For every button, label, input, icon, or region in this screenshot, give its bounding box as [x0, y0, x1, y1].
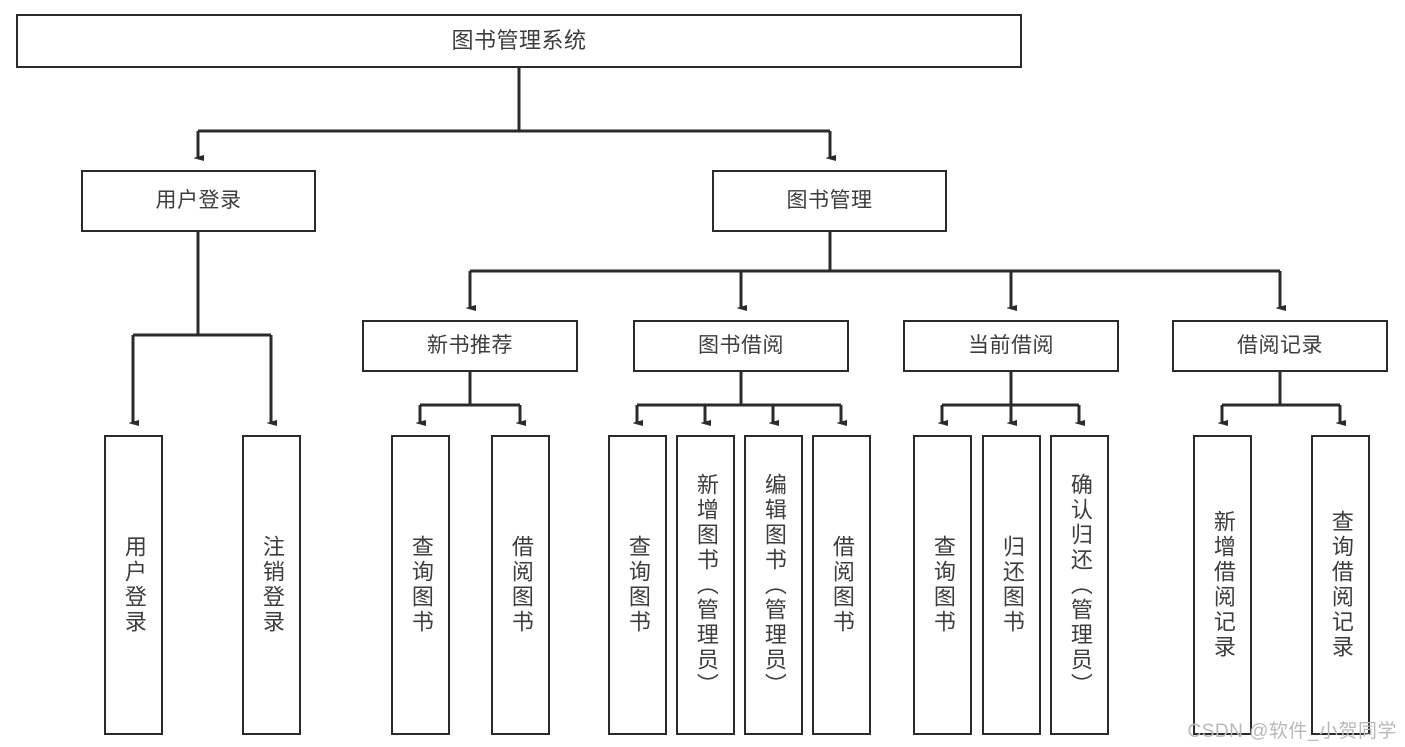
node-leaf-query-book-current[interactable]: 查询图书 [913, 435, 972, 735]
node-label: 用户登录 [121, 535, 147, 635]
node-book-management[interactable]: 图书管理 [712, 170, 947, 232]
node-current-borrow[interactable]: 当前借阅 [903, 320, 1119, 372]
node-label: 用户登录 [155, 188, 242, 212]
csdn-watermark: CSDN @软件_小贺同学 [1187, 721, 1397, 742]
node-borrow-record[interactable]: 借阅记录 [1172, 320, 1388, 372]
node-label: 查询图书 [930, 535, 956, 635]
node-leaf-query-book-borrow[interactable]: 查询图书 [608, 435, 667, 735]
node-label: 注销登录 [259, 535, 285, 635]
node-leaf-borrow-book[interactable]: 借阅图书 [812, 435, 871, 735]
node-leaf-edit-book-admin[interactable]: 编辑图书（管理员） [744, 435, 803, 735]
node-leaf-user-logout[interactable]: 注销登录 [242, 435, 301, 735]
node-label: 新增借阅记录 [1210, 510, 1236, 660]
node-label: 新增图书（管理员） [693, 472, 719, 698]
node-book-borrow[interactable]: 图书借阅 [633, 320, 849, 372]
node-label: 借阅图书 [508, 535, 534, 635]
node-leaf-user-login[interactable]: 用户登录 [104, 435, 163, 735]
node-label: 图书借阅 [698, 333, 784, 357]
node-label: 确认归还（管理员） [1067, 472, 1093, 698]
node-leaf-query-book-recommend[interactable]: 查询图书 [391, 435, 450, 735]
node-label: 查询图书 [408, 535, 434, 635]
node-label: 编辑图书（管理员） [761, 472, 787, 698]
node-label: 归还图书 [999, 535, 1025, 635]
node-label: 当前借阅 [968, 333, 1054, 357]
node-new-book-recommend[interactable]: 新书推荐 [362, 320, 578, 372]
node-label: 新书推荐 [427, 333, 513, 357]
node-label: 查询图书 [625, 535, 651, 635]
node-user-login[interactable]: 用户登录 [81, 170, 316, 232]
node-label: 图书管理系统 [451, 28, 587, 54]
node-leaf-borrow-book-recommend[interactable]: 借阅图书 [491, 435, 550, 735]
node-root-book-management-system[interactable]: 图书管理系统 [16, 14, 1022, 68]
node-label: 图书管理 [786, 188, 873, 212]
node-leaf-confirm-return-admin[interactable]: 确认归还（管理员） [1050, 435, 1109, 735]
node-leaf-return-book[interactable]: 归还图书 [982, 435, 1041, 735]
node-label: 借阅图书 [829, 535, 855, 635]
node-label: 借阅记录 [1237, 333, 1323, 357]
node-leaf-query-borrow-record[interactable]: 查询借阅记录 [1311, 435, 1370, 735]
node-leaf-add-borrow-record[interactable]: 新增借阅记录 [1193, 435, 1252, 735]
node-label: 查询借阅记录 [1328, 510, 1354, 660]
node-leaf-add-book-admin[interactable]: 新增图书（管理员） [676, 435, 735, 735]
